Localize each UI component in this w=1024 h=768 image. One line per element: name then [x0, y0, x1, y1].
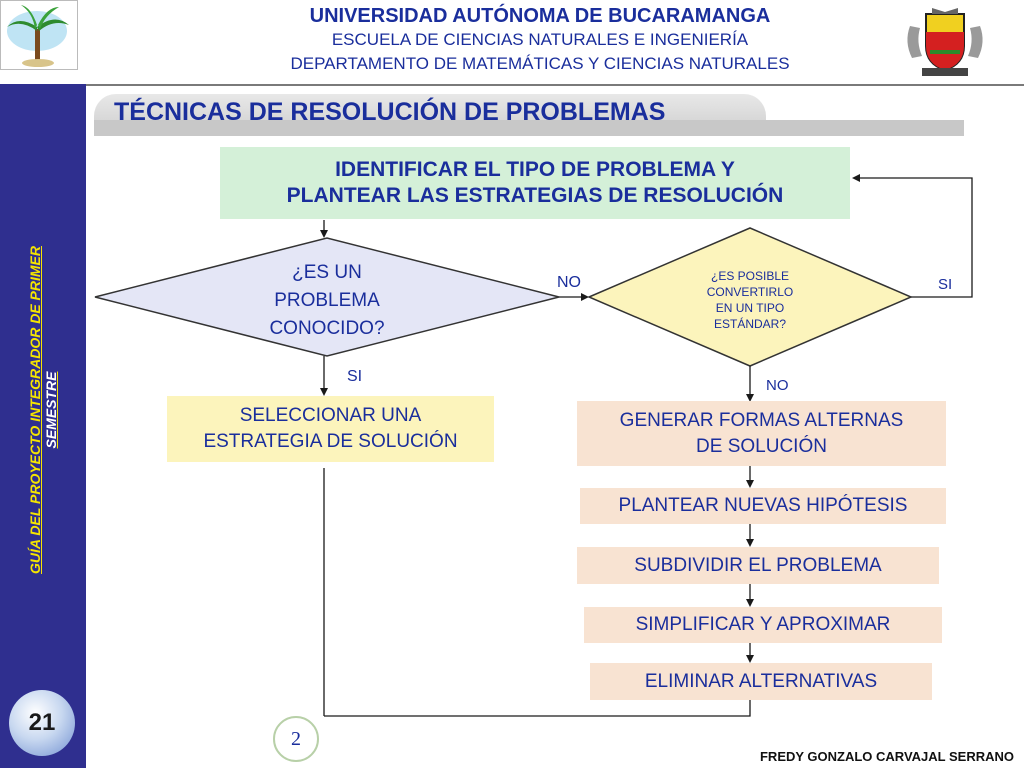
convert-line1: ¿ES POSIBLE — [710, 269, 790, 283]
title-underline-bar — [94, 120, 964, 136]
university-shield-logo — [902, 6, 988, 78]
generate-line2: DE SOLUCIÓN — [696, 435, 827, 457]
identify-line2: PLANTEAR LAS ESTRATEGIAS DE RESOLUCIÓN — [286, 184, 784, 207]
university-name: UNIVERSIDAD AUTÓNOMA DE BUCARAMANGA — [309, 5, 771, 27]
convert-line3: EN UN TIPO — [715, 301, 785, 315]
known-problem-question: ¿ES UN PROBLEMA CONOCIDO? — [247, 259, 407, 343]
label-no-convert: NO — [766, 377, 789, 394]
eliminate-alternatives-box: ELIMINAR ALTERNATIVAS — [590, 663, 932, 700]
palm-tree-logo — [0, 0, 78, 70]
simplify-approximate-box: SIMPLIFICAR Y APROXIMAR — [584, 607, 942, 643]
line-eliminate-to-connector — [324, 700, 751, 717]
school-name: ESCUELA DE CIENCIAS NATURALES E INGENIER… — [331, 30, 749, 49]
convert-line2: CONVERTIRLO — [706, 285, 794, 299]
known-line2: PROBLEMA — [274, 290, 380, 311]
header: UNIVERSIDAD AUTÓNOMA DE BUCARAMANGA ESCU… — [180, 4, 900, 76]
label-si-convert: SI — [938, 276, 953, 293]
identify-problem-box: IDENTIFICAR EL TIPO DE PROBLEMA Y PLANTE… — [220, 147, 850, 219]
known-line3: CONOCIDO? — [269, 318, 385, 339]
generate-alternatives-box: GENERAR FORMAS ALTERNAS DE SOLUCIÓN — [577, 401, 946, 466]
identify-line1: IDENTIFICAR EL TIPO DE PROBLEMA Y — [335, 158, 735, 181]
author-footer: FREDY GONZALO CARVAJAL SERRANO — [759, 749, 1014, 764]
header-divider — [86, 84, 1024, 86]
select-line2: ESTRATEGIA DE SOLUCIÓN — [203, 431, 458, 452]
label-si-known: SI — [347, 368, 363, 385]
known-line1: ¿ES UN — [292, 262, 362, 283]
label-no-known: NO — [557, 274, 581, 291]
new-hypotheses-box: PLANTEAR NUEVAS HIPÓTESIS — [580, 488, 946, 524]
convert-line4: ESTÁNDAR? — [713, 317, 787, 331]
arrow-convert-si-loop — [852, 174, 973, 298]
page-title: TÉCNICAS DE RESOLUCIÓN DE PROBLEMAS — [114, 98, 666, 126]
convert-standard-question: ¿ES POSIBLE CONVERTIRLO EN UN TIPO ESTÁN… — [680, 268, 820, 332]
sidebar — [0, 84, 86, 768]
subdivide-problem-box: SUBDIVIDIR EL PROBLEMA — [577, 547, 939, 584]
select-line1: SELECCIONAR UNA — [239, 405, 422, 426]
connector-circle: 2 — [273, 716, 319, 762]
generate-line1: GENERAR FORMAS ALTERNAS — [619, 409, 904, 431]
page-number-badge: 21 — [9, 690, 75, 756]
select-strategy-box: SELECCIONAR UNA ESTRATEGIA DE SOLUCIÓN — [167, 396, 494, 462]
department-name: DEPARTAMENTO DE MATEMÁTICAS Y CIENCIAS N… — [290, 54, 790, 73]
